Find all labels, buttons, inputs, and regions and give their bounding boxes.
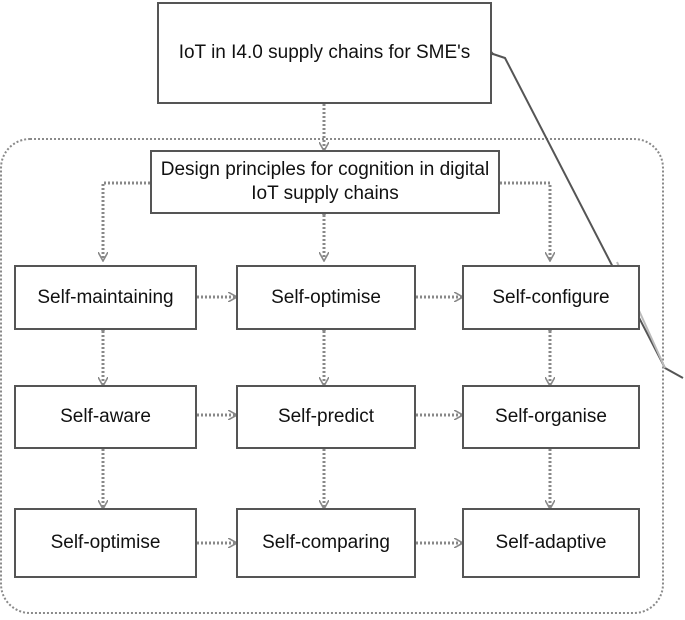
connector-principles-to-left-column — [103, 183, 150, 260]
node-self-optimise-bottom: Self-optimise — [14, 508, 197, 578]
node-self-optimise-top: Self-optimise — [236, 265, 416, 330]
node-self-adaptive: Self-adaptive — [462, 508, 640, 578]
node-label: Self-maintaining — [37, 286, 174, 308]
node-self-predict: Self-predict — [236, 385, 416, 449]
node-self-maintaining: Self-maintaining — [14, 265, 197, 330]
node-self-configure: Self-configure — [462, 265, 640, 330]
node-label: Self-optimise — [271, 286, 381, 308]
design-principles-label: Design principles for cognition in digit… — [160, 159, 490, 204]
node-label: Self-adaptive — [495, 532, 607, 554]
top-box-label: IoT in I4.0 supply chains for SME's — [178, 42, 471, 64]
node-self-comparing: Self-comparing — [236, 508, 416, 578]
node-label: Self-comparing — [262, 532, 390, 554]
node-label: Self-predict — [277, 406, 375, 428]
design-principles-box: Design principles for cognition in digit… — [150, 150, 500, 214]
node-self-organise: Self-organise — [462, 385, 640, 449]
node-self-aware: Self-aware — [14, 385, 197, 449]
node-label: Self-optimise — [50, 532, 161, 554]
node-label: Self-aware — [60, 406, 151, 428]
feedback-arrow — [493, 54, 684, 379]
node-label: Self-organise — [495, 406, 607, 428]
connector-principles-to-right-column — [500, 183, 550, 260]
design-principles-group-frame — [0, 138, 664, 614]
top-box: IoT in I4.0 supply chains for SME's — [157, 2, 492, 104]
node-label: Self-configure — [492, 286, 610, 308]
